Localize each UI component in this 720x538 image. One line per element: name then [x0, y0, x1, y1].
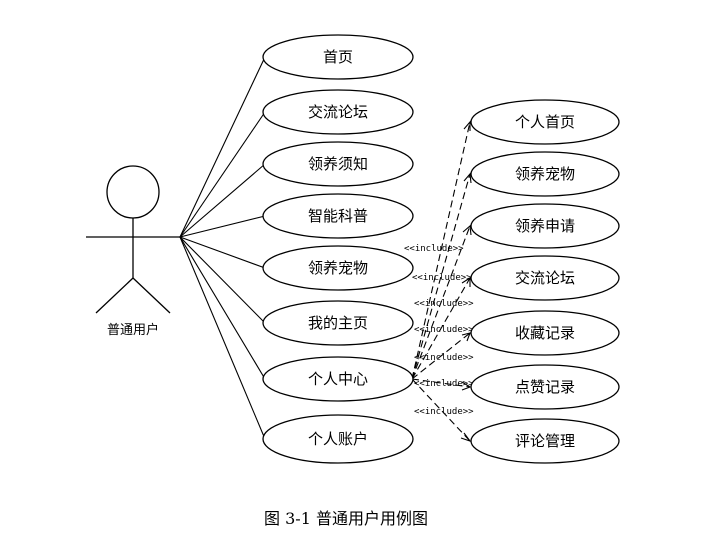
- use-case-adoption-application: 领养申请: [470, 203, 620, 249]
- include-arrow-4: [411, 277, 471, 380]
- use-case-label: 收藏记录: [515, 324, 575, 342]
- association-line: [179, 236, 266, 269]
- use-case-personal-account: 个人账户: [262, 414, 414, 464]
- use-case-smart-science: 智能科普: [262, 193, 414, 239]
- include-arrow-3: [411, 225, 471, 380]
- use-case-label: 点赞记录: [515, 378, 575, 396]
- use-case-label: 个人首页: [515, 113, 575, 131]
- include-stereotype: <<include>>: [414, 325, 474, 335]
- main-use-cases: 首页 交流论坛 领养须知 智能科普 领养宠物 我的主页 个人中心 个人账户: [262, 34, 414, 464]
- use-case-label: 交流论坛: [308, 103, 368, 121]
- include-stereotype-labels: <<include>> <<include>> <<include>> <<in…: [404, 244, 474, 417]
- include-stereotype: <<include>>: [414, 379, 474, 389]
- actor-right-leg: [132, 277, 171, 314]
- include-stereotype: <<include>>: [412, 273, 472, 283]
- include-relations: [411, 120, 472, 443]
- use-case-forum-posts: 交流论坛: [470, 255, 620, 301]
- include-arrowhead: [463, 120, 471, 131]
- use-case-home: 首页: [262, 34, 414, 80]
- include-arrow-7: [411, 378, 471, 442]
- include-stereotype: <<include>>: [414, 353, 474, 363]
- include-arrowhead: [461, 332, 471, 342]
- use-case-likes-record: 点赞记录: [470, 364, 620, 410]
- association-line: [179, 215, 266, 238]
- use-case-adopt-pet: 领养宠物: [262, 245, 414, 291]
- actor-left-leg: [95, 277, 134, 314]
- use-case-label: 首页: [323, 48, 353, 66]
- include-arrowhead: [461, 381, 472, 391]
- figure-caption: 图 3-1 普通用户用例图: [264, 509, 428, 528]
- include-stereotype: <<include>>: [404, 244, 464, 254]
- use-case-adopted-pets: 领养宠物: [470, 151, 620, 197]
- association-line: [179, 236, 266, 324]
- use-case-favorites-record: 收藏记录: [470, 310, 620, 356]
- use-case-adoption-notice: 领养须知: [262, 141, 414, 187]
- use-case-personal-home: 个人首页: [470, 99, 620, 145]
- association-line: [179, 111, 266, 238]
- include-arrowhead: [460, 432, 472, 443]
- use-case-comment-management: 评论管理: [470, 418, 620, 464]
- associations: [179, 56, 266, 440]
- include-stereotype: <<include>>: [414, 407, 474, 417]
- use-case-label: 领养宠物: [308, 259, 368, 277]
- actor-head: [106, 165, 160, 219]
- use-case-label: 评论管理: [515, 432, 575, 450]
- association-line: [179, 236, 266, 440]
- use-case-my-homepage: 我的主页: [262, 300, 414, 346]
- use-case-label: 交流论坛: [515, 269, 575, 287]
- use-case-label: 领养宠物: [515, 165, 575, 183]
- included-use-cases: 个人首页 领养宠物 领养申请 交流论坛 收藏记录 点赞记录 评论管理: [470, 99, 620, 464]
- use-case-label: 我的主页: [308, 314, 368, 332]
- use-case-label: 个人中心: [308, 370, 368, 388]
- include-arrowhead: [461, 277, 471, 287]
- use-case-personal-center: 个人中心: [262, 356, 414, 402]
- use-case-label: 领养须知: [308, 155, 368, 173]
- include-arrow-5: [411, 332, 471, 380]
- use-case-label: 智能科普: [308, 207, 368, 225]
- actor: 普通用户: [86, 165, 180, 338]
- include-arrow-6: [411, 378, 471, 388]
- association-line: [179, 163, 266, 238]
- use-case-label: 个人账户: [308, 430, 368, 448]
- actor-label: 普通用户: [107, 322, 159, 338]
- include-arrow-2: [411, 173, 471, 380]
- include-arrowhead: [463, 172, 472, 184]
- association-line: [179, 56, 266, 238]
- include-stereotype: <<include>>: [414, 299, 474, 309]
- use-case-label: 领养申请: [515, 217, 575, 235]
- include-arrowhead: [462, 224, 472, 236]
- use-case-forum: 交流论坛: [262, 89, 414, 135]
- association-line: [179, 236, 266, 380]
